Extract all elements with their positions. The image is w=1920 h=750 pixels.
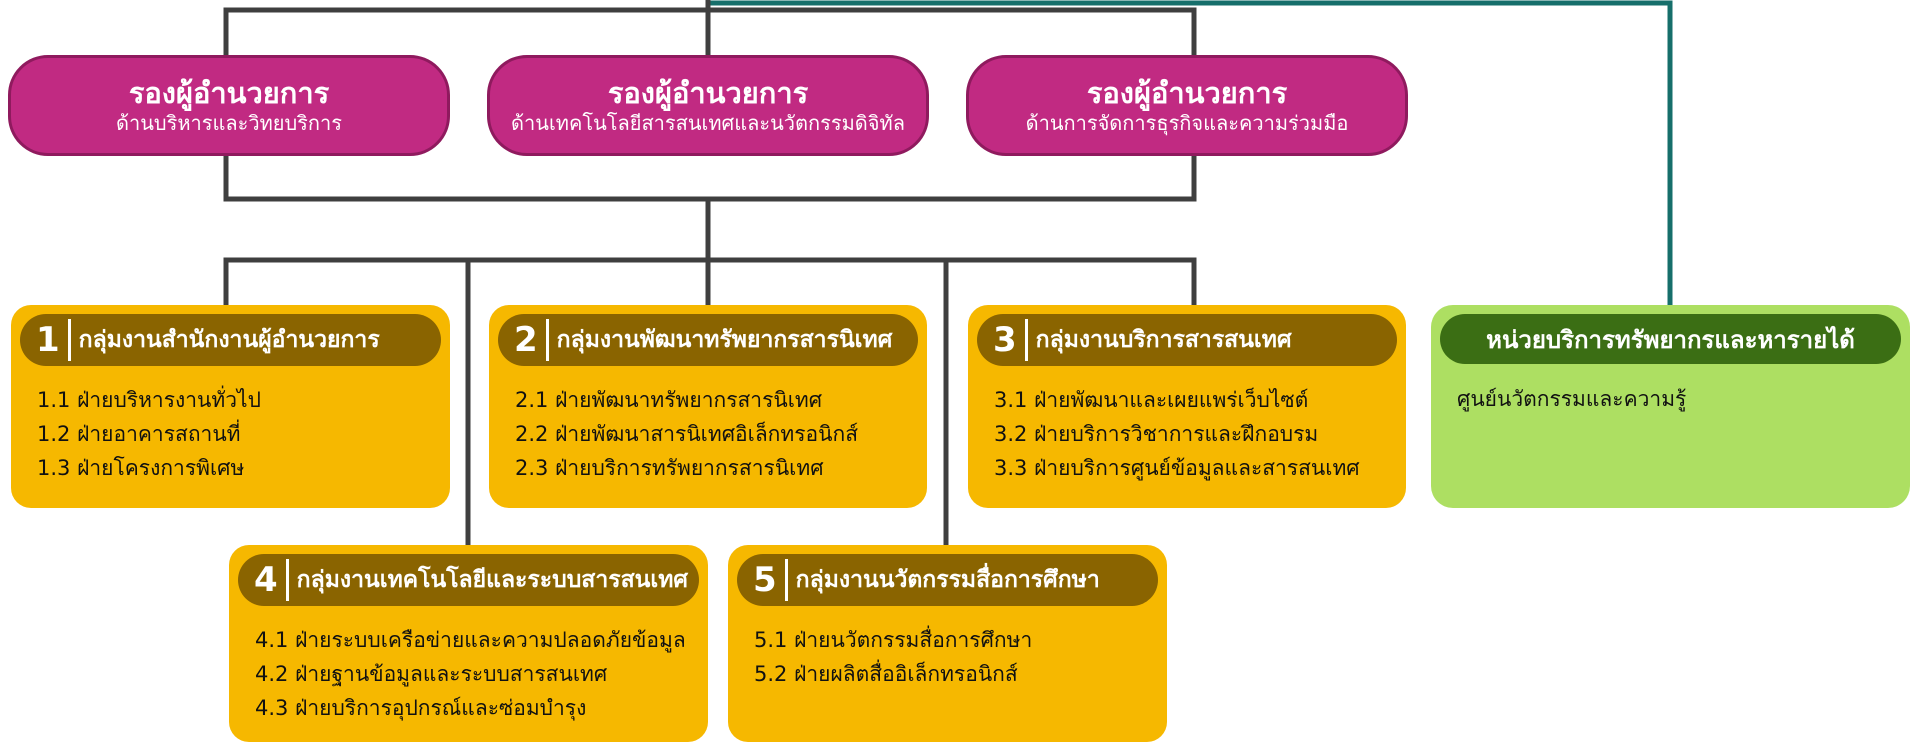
group-item: 2.2 ฝ่ายพัฒนาสารนิเทศอิเล็กทรอนิกส์ [515,422,859,446]
group-box-5: 5 กลุ่มงานนวัตกรรมสื่อการศึกษา 5.1 ฝ่ายน… [728,545,1167,742]
vice-director-title: รองผู้อำนวยการ [1086,76,1288,110]
group-name: กลุ่มงานพัฒนาทรัพยากรสารนิเทศ [556,327,893,353]
group-name: กลุ่มงานบริการสารสนเทศ [1035,327,1292,353]
group-item: 4.1 ฝ่ายระบบเครือข่ายและความปลอดภัยข้อมู… [255,628,686,652]
group-item: 3.2 ฝ่ายบริการวิชาการและฝึกอบรม [994,422,1319,446]
group-item: 1.3 ฝ่ายโครงการพิเศษ [37,456,245,480]
group-items: 1.1 ฝ่ายบริหารงานทั่วไป 1.2 ฝ่ายอาคารสถา… [37,383,261,485]
vice-director-subtitle: ด้านเทคโนโลยีสารสนเทศและนวัตกรรมดิจิทัล [511,111,905,135]
vice-director-subtitle: ด้านการจัดการธุรกิจและความร่วมมือ [1025,111,1349,135]
group-number: 1 [36,320,60,360]
mid-bracket [223,152,1197,202]
header-divider [784,559,788,601]
group-box-4: 4 กลุ่มงานเทคโนโลยีและระบบสารสนเทศ 4.1 ฝ… [229,545,708,742]
group-header: 3 กลุ่มงานบริการสารสนเทศ [977,314,1397,366]
group-header: 5 กลุ่มงานนวัตกรรมสื่อการศึกษา [737,554,1158,606]
group-header: 2 กลุ่มงานพัฒนาทรัพยากรสารนิเทศ [498,314,918,366]
group-item: 4.3 ฝ่ายบริการอุปกรณ์และซ่อมบำรุง [255,696,587,720]
group-number: 3 [993,320,1017,360]
group-item: 2.1 ฝ่ายพัฒนาทรัพยากรสารนิเทศ [515,388,823,412]
vice-director-box-3: รองผู้อำนวยการ ด้านการจัดการธุรกิจและควา… [966,55,1408,156]
vice-director-title: รองผู้อำนวยการ [607,76,809,110]
group-number: 4 [254,560,278,600]
group-item: 5.1 ฝ่ายนวัตกรรมสื่อการศึกษา [754,628,1033,652]
group-item: 3.1 ฝ่ายพัฒนาและเผยแพร่เว็บไซต์ [994,388,1309,412]
vice-director-box-1: รองผู้อำนวยการ ด้านบริหารและวิทยบริการ [8,55,450,156]
group-items: 4.1 ฝ่ายระบบเครือข่ายและความปลอดภัยข้อมู… [255,623,686,725]
group-item: 5.2 ฝ่ายผลิตสื่ออิเล็กทรอนิกส์ [754,662,1018,686]
group-header: 4 กลุ่มงานเทคโนโลยีและระบบสารสนเทศ [238,554,699,606]
group-box-1: 1 กลุ่มงานสำนักงานผู้อำนวยการ 1.1 ฝ่ายบร… [11,305,450,508]
vice-director-subtitle: ด้านบริหารและวิทยบริการ [115,111,343,135]
group-item: 1.2 ฝ่ายอาคารสถานที่ [37,422,241,446]
group-items: 2.1 ฝ่ายพัฒนาทรัพยากรสารนิเทศ 2.2 ฝ่ายพั… [515,383,858,485]
revenue-unit-item: ศูนย์นวัตกรรมและความรู้ [1457,387,1687,411]
group-number: 5 [753,560,777,600]
header-divider [67,319,71,361]
group-items: 3.1 ฝ่ายพัฒนาและเผยแพร่เว็บไซต์ 3.2 ฝ่าย… [994,383,1360,485]
header-divider [285,559,289,601]
header-divider [545,319,549,361]
group-item: 2.3 ฝ่ายบริการทรัพยากรสารนิเทศ [515,456,824,480]
group-name: กลุ่มงานเทคโนโลยีและระบบสารสนเทศ [296,567,688,593]
group-name: กลุ่มงานนวัตกรรมสื่อการศึกษา [795,567,1100,593]
revenue-unit-title: หน่วยบริการทรัพยากรและหารายได้ [1440,314,1901,364]
vice-director-title: รองผู้อำนวยการ [128,76,330,110]
group-header: 1 กลุ่มงานสำนักงานผู้อำนวยการ [20,314,441,366]
group-name: กลุ่มงานสำนักงานผู้อำนวยการ [78,327,380,353]
group-item: 3.3 ฝ่ายบริการศูนย์ข้อมูลและสารสนเทศ [994,456,1360,480]
group-box-3: 3 กลุ่มงานบริการสารสนเทศ 3.1 ฝ่ายพัฒนาแล… [968,305,1406,508]
group-box-2: 2 กลุ่มงานพัฒนาทรัพยากรสารนิเทศ 2.1 ฝ่าย… [489,305,927,508]
group-items: 5.1 ฝ่ายนวัตกรรมสื่อการศึกษา 5.2 ฝ่ายผลิ… [754,623,1032,691]
group-bus [223,257,1197,306]
group-number: 2 [514,320,538,360]
group-item: 4.2 ฝ่ายฐานข้อมูลและระบบสารสนเทศ [255,662,608,686]
vice-director-box-2: รองผู้อำนวยการ ด้านเทคโนโลยีสารสนเทศและน… [487,55,929,156]
header-divider [1024,319,1028,361]
revenue-unit-box: หน่วยบริการทรัพยากรและหารายได้ ศูนย์นวัต… [1431,305,1910,508]
group-item: 1.1 ฝ่ายบริหารงานทั่วไป [37,388,261,412]
